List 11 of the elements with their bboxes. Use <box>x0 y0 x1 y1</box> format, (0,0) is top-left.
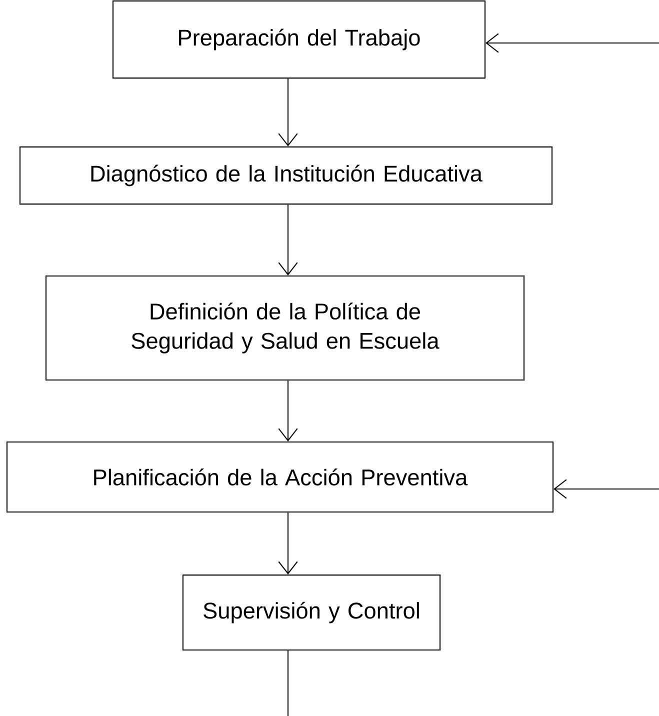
arrow <box>486 33 659 53</box>
process-box: Preparación del Trabajo <box>112 0 486 79</box>
arrow <box>278 380 298 442</box>
process-box: Definición de la Política de Seguridad y Salud en Escuela <box>45 275 525 381</box>
arrow <box>278 78 298 146</box>
arrow <box>278 512 298 574</box>
arrow <box>554 479 659 499</box>
process-box: Diagnóstico de la Institución Educativa <box>19 146 553 205</box>
process-box: Planificación de la Acción Preventiva <box>6 441 554 513</box>
process-box: Supervisión y Control <box>182 574 441 650</box>
arrow <box>278 204 298 276</box>
